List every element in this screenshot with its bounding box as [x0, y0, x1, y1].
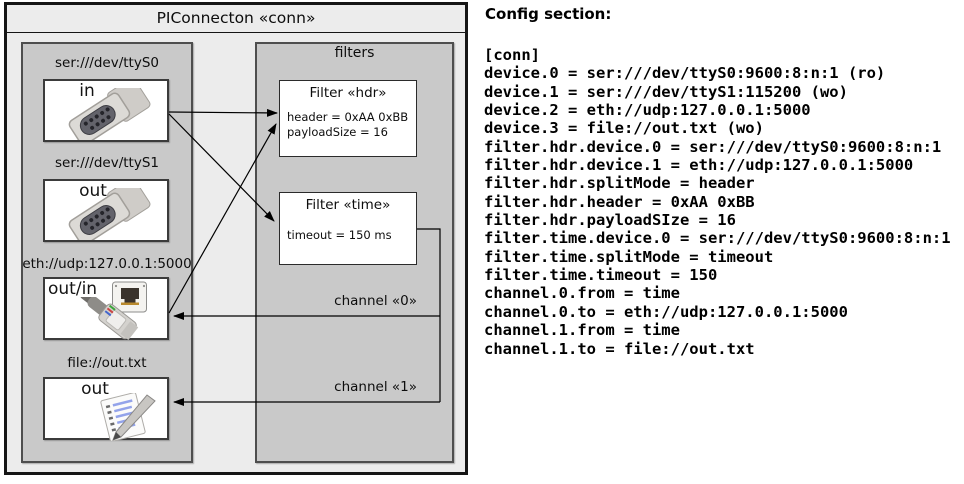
device-uri-file: file://out.txt — [67, 355, 147, 371]
filters-group-title: filters — [334, 45, 375, 61]
device-box-file: out — [43, 377, 169, 441]
filter-time-properties: timeout = 150 ms — [287, 228, 392, 242]
device-uri-eth: eth://udp:127.0.0.1:5000 — [22, 256, 192, 272]
device-direction: out/in — [48, 279, 98, 299]
device-box-eth: out/in — [43, 277, 169, 341]
filter-hdr-properties: header = 0xAA 0xBB payloadSize = 16 — [287, 110, 409, 139]
filter-time-title: Filter «time» — [305, 197, 391, 213]
config-section-text: [conn] device.0 = ser:///dev/ttyS0:9600:… — [484, 46, 951, 358]
channel-1-label: channel «1» — [334, 379, 417, 395]
filter-time-box: Filter «time» timeout = 150 ms — [279, 192, 417, 265]
device-box-ttyS1: out — [43, 179, 169, 242]
device-direction: out — [81, 379, 109, 399]
device-uri-ttyS1: ser:///dev/ttyS1 — [55, 155, 159, 171]
device-direction: in — [79, 81, 95, 101]
filter-hdr-title: Filter «hdr» — [309, 85, 387, 101]
channel-0-label: channel «0» — [334, 293, 417, 309]
connection-diagram: PIConnecton «conn» filters ser:///dev/tt… — [4, 2, 468, 475]
config-section-heading: Config section: — [485, 5, 612, 23]
filter-hdr-box: Filter «hdr» header = 0xAA 0xBB payloadS… — [279, 80, 417, 157]
device-uri-ttyS0: ser:///dev/ttyS0 — [55, 55, 159, 71]
diagram-title: PIConnecton «conn» — [4, 2, 468, 33]
device-direction: out — [79, 181, 107, 201]
device-box-ttyS0: in — [43, 79, 169, 142]
